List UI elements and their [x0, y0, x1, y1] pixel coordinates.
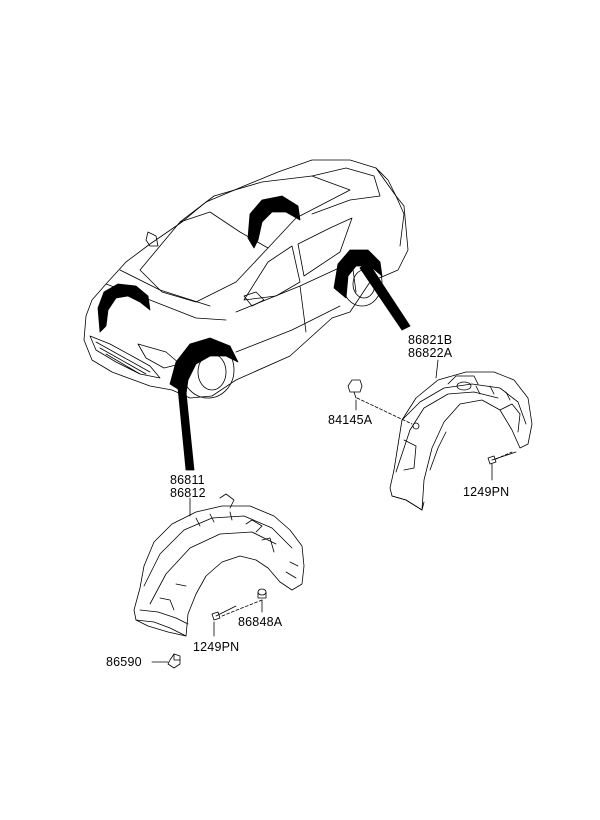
front-guard-pointer [177, 387, 195, 471]
car-sill [235, 305, 341, 353]
rear-wheel-guard [389, 371, 533, 511]
car-door-line [235, 261, 357, 313]
rear-clip-part [347, 379, 363, 399]
label-front-guard-part-b: 86812 [170, 486, 206, 500]
rear-guard-leader [435, 359, 439, 379]
car-grille [89, 335, 161, 379]
car-rear-window [311, 167, 381, 215]
car-mirror-left [145, 231, 159, 247]
front-screw-part [211, 605, 237, 621]
front-wheel-guard [133, 493, 305, 637]
rear-right-wheel-guard-highlight [333, 249, 383, 299]
front-nut-part [167, 653, 181, 669]
rear-left-wheel-guard-highlight [247, 195, 301, 249]
car-hood-crease [119, 269, 211, 307]
front-right-wheel-guard-highlight [169, 337, 239, 395]
label-front-nut: 86590 [106, 655, 142, 669]
label-rear-guard-part-b: 86822A [408, 346, 453, 360]
label-front-guard-part-a: 86811 [170, 473, 205, 487]
car-door-split [299, 285, 307, 333]
label-front-screw: 1249PN [193, 640, 240, 654]
car-rear-door-window [297, 217, 353, 277]
car-illustration [83, 159, 411, 471]
label-rear-screw: 1249PN [463, 485, 510, 499]
car-mirror-right [243, 291, 265, 307]
car-headlight [137, 343, 181, 369]
front-fastener-part [257, 588, 267, 599]
car-front-door-window [243, 245, 301, 301]
label-front-fastener: 86848A [238, 615, 283, 629]
car-trunk [375, 167, 405, 247]
rear-guard-pointer [359, 261, 411, 331]
label-rear-guard-part-a: 86821B [408, 333, 453, 347]
rear-screw-part [487, 451, 517, 465]
front-left-wheel-guard-highlight [97, 283, 151, 333]
label-rear-clip: 84145A [328, 413, 373, 427]
